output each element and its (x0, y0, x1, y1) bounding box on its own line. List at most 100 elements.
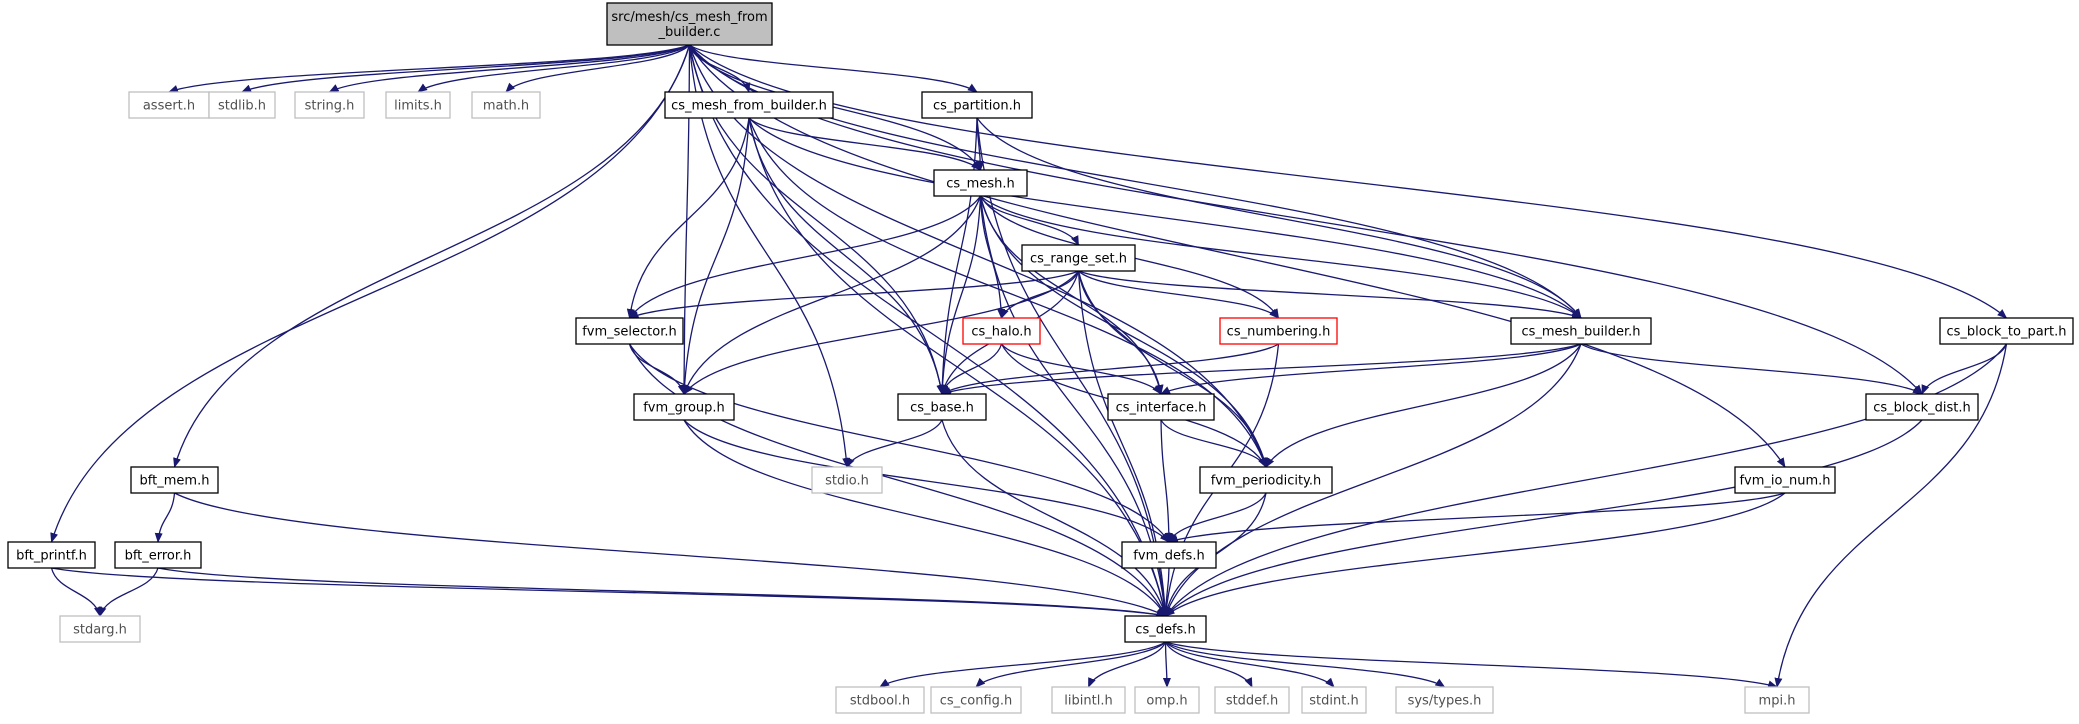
edge-cs_mesh_builder-to-cs_block_dist (1580, 343, 1923, 395)
node-cs-halo[interactable]: cs_halo.h (962, 317, 1041, 345)
edge-cs_mesh_builder-to-fvm_periodicity (1265, 343, 1582, 468)
edge-bft_mem-to-cs_defs (174, 492, 1167, 617)
edge-root-to-fvm_periodicity (688, 44, 1267, 468)
edge-root-to-fvm_io_num (688, 44, 1786, 468)
node-stdint: stdint.h (1301, 686, 1367, 714)
node-limits: limits.h (385, 91, 451, 119)
edge-cs_mesh_from_builder_h-to-cs_mesh_builder (748, 117, 1582, 319)
node-box (1734, 466, 1836, 494)
edge-cs_partition-to-cs_base (938, 117, 978, 395)
node-label: fvm_defs.h (1133, 549, 1204, 564)
edge-cs_defs-to-stdbool (879, 641, 1166, 688)
edge-root-to-stdlib (241, 44, 690, 93)
node-box (1865, 393, 1979, 421)
node-bft-mem[interactable]: bft_mem.h (130, 466, 219, 494)
node-box (1214, 686, 1290, 714)
edge-root-to-cs_defs (688, 44, 1168, 617)
node-label: cs_range_set.h (1030, 252, 1127, 267)
edge-cs_range_set-to-fvm_periodicity (1077, 270, 1268, 468)
node-bft-error[interactable]: bft_error.h (114, 541, 202, 569)
node-cs-mesh-from-builder-h[interactable]: cs_mesh_from_builder.h (664, 91, 834, 119)
edge-cs_base-to-cs_defs (941, 419, 1167, 617)
edge-bft_error-to-stdarg (98, 567, 159, 617)
node-cs-mesh-builder[interactable]: cs_mesh_builder.h (1510, 317, 1652, 345)
node-cs-defs[interactable]: cs_defs.h (1124, 615, 1207, 643)
node-box (294, 91, 365, 119)
node-label: fvm_periodicity.h (1211, 474, 1322, 489)
node-label: cs_block_dist.h (1873, 401, 1971, 416)
node-box (114, 541, 202, 569)
node-cs-numbering[interactable]: cs_numbering.h (1219, 317, 1338, 345)
node-bft-printf[interactable]: bft_printf.h (7, 541, 96, 569)
node-box (385, 91, 451, 119)
node-box (128, 91, 210, 119)
edge-root-to-stdio (688, 44, 851, 468)
node-box (1021, 244, 1136, 272)
node-systypes: sys/types.h (1395, 686, 1494, 714)
node-box (1395, 686, 1494, 714)
node-box (1219, 317, 1338, 345)
edge-root-to-cs_mesh_builder (688, 44, 1582, 319)
edge-cs_block_to_part-to-mpi (1774, 343, 2008, 688)
node-fvm-selector[interactable]: fvm_selector.h (575, 317, 684, 345)
node-label: omp.h (1146, 694, 1187, 709)
node-box (208, 91, 276, 119)
node-box (1199, 466, 1333, 494)
node-label: cs_interface.h (1116, 401, 1207, 416)
edge-bft_printf-to-stdarg (50, 567, 102, 617)
nodes-layer: src/mesh/cs_mesh_from_builder.c assert.h s… (7, 2, 2074, 714)
node-fvm-io-num[interactable]: fvm_io_num.h (1734, 466, 1836, 494)
edge-cs_range_set-to-fvm_selector (628, 270, 1079, 319)
edge-fvm_io_num-to-cs_defs (1164, 492, 1786, 617)
edge-cs_partition-to-cs_mesh_builder (976, 117, 1582, 319)
node-box (130, 466, 219, 494)
node-label: cs_config.h (940, 694, 1013, 709)
node-label: sys/types.h (1408, 694, 1482, 709)
node-mpi: mpi.h (1744, 686, 1810, 714)
node-fvm-defs[interactable]: fvm_defs.h (1121, 541, 1217, 569)
edge-fvm_periodicity-to-fvm_defs (1168, 492, 1267, 543)
node-stdio: stdio.h (811, 466, 883, 494)
edge-root-to-limits (417, 44, 690, 93)
edge-cs_defs-to-cs_config (975, 641, 1166, 688)
edge-cs_defs-to-stddef (1164, 641, 1253, 688)
edge-cs_range_set-to-cs_numbering (1078, 270, 1280, 319)
node-label: fvm_selector.h (582, 325, 677, 340)
node-box (1051, 686, 1126, 714)
node-fvm-periodicity[interactable]: fvm_periodicity.h (1199, 466, 1333, 494)
node-libintl: libintl.h (1051, 686, 1126, 714)
edge-cs_mesh_from_builder_h-to-fvm_group (680, 117, 750, 395)
node-cs-block-dist[interactable]: cs_block_dist.h (1865, 393, 1979, 421)
edge-cs_block_to_part-to-cs_block_dist (1921, 343, 2008, 395)
node-label: cs_mesh_builder.h (1521, 325, 1640, 340)
node-root[interactable]: src/mesh/cs_mesh_from_builder.c (606, 2, 773, 46)
node-stdarg: stdarg.h (59, 615, 141, 643)
node-box (575, 317, 684, 345)
node-label: stddef.h (1226, 694, 1278, 709)
node-cs-base[interactable]: cs_base.h (897, 393, 987, 421)
node-cs-partition[interactable]: cs_partition.h (921, 91, 1033, 119)
node-assert: assert.h (128, 91, 210, 119)
node-fvm-group[interactable]: fvm_group.h (633, 393, 735, 421)
node-label: stdbool.h (850, 694, 910, 709)
node-cs-mesh[interactable]: cs_mesh.h (933, 169, 1028, 197)
edge-cs_block_dist-to-cs_defs (1164, 419, 1923, 617)
node-box (606, 2, 773, 46)
node-cs-range-set[interactable]: cs_range_set.h (1021, 244, 1136, 272)
edge-bft_error-to-cs_defs (157, 567, 1167, 619)
node-cs-block-to-part[interactable]: cs_block_to_part.h (1939, 317, 2074, 345)
edge-root-to-assert (168, 44, 690, 93)
edge-root-to-cs_partition (689, 44, 978, 93)
edge-cs_range_set-to-fvm_group (683, 270, 1080, 395)
node-omp: omp.h (1134, 686, 1200, 714)
edge-cs_mesh-to-cs_base (938, 195, 982, 395)
edge-cs_numbering-to-cs_base (941, 343, 1279, 395)
edge-root-to-string (328, 44, 690, 93)
node-label: cs_partition.h (933, 99, 1021, 114)
edge-cs_mesh-to-cs_interface (979, 195, 1163, 395)
edge-root-to-bft_mem (173, 44, 691, 468)
node-cs-interface[interactable]: cs_interface.h (1107, 393, 1215, 421)
node-box (835, 686, 925, 714)
node-label: stdarg.h (73, 623, 127, 638)
node-box (59, 615, 141, 643)
